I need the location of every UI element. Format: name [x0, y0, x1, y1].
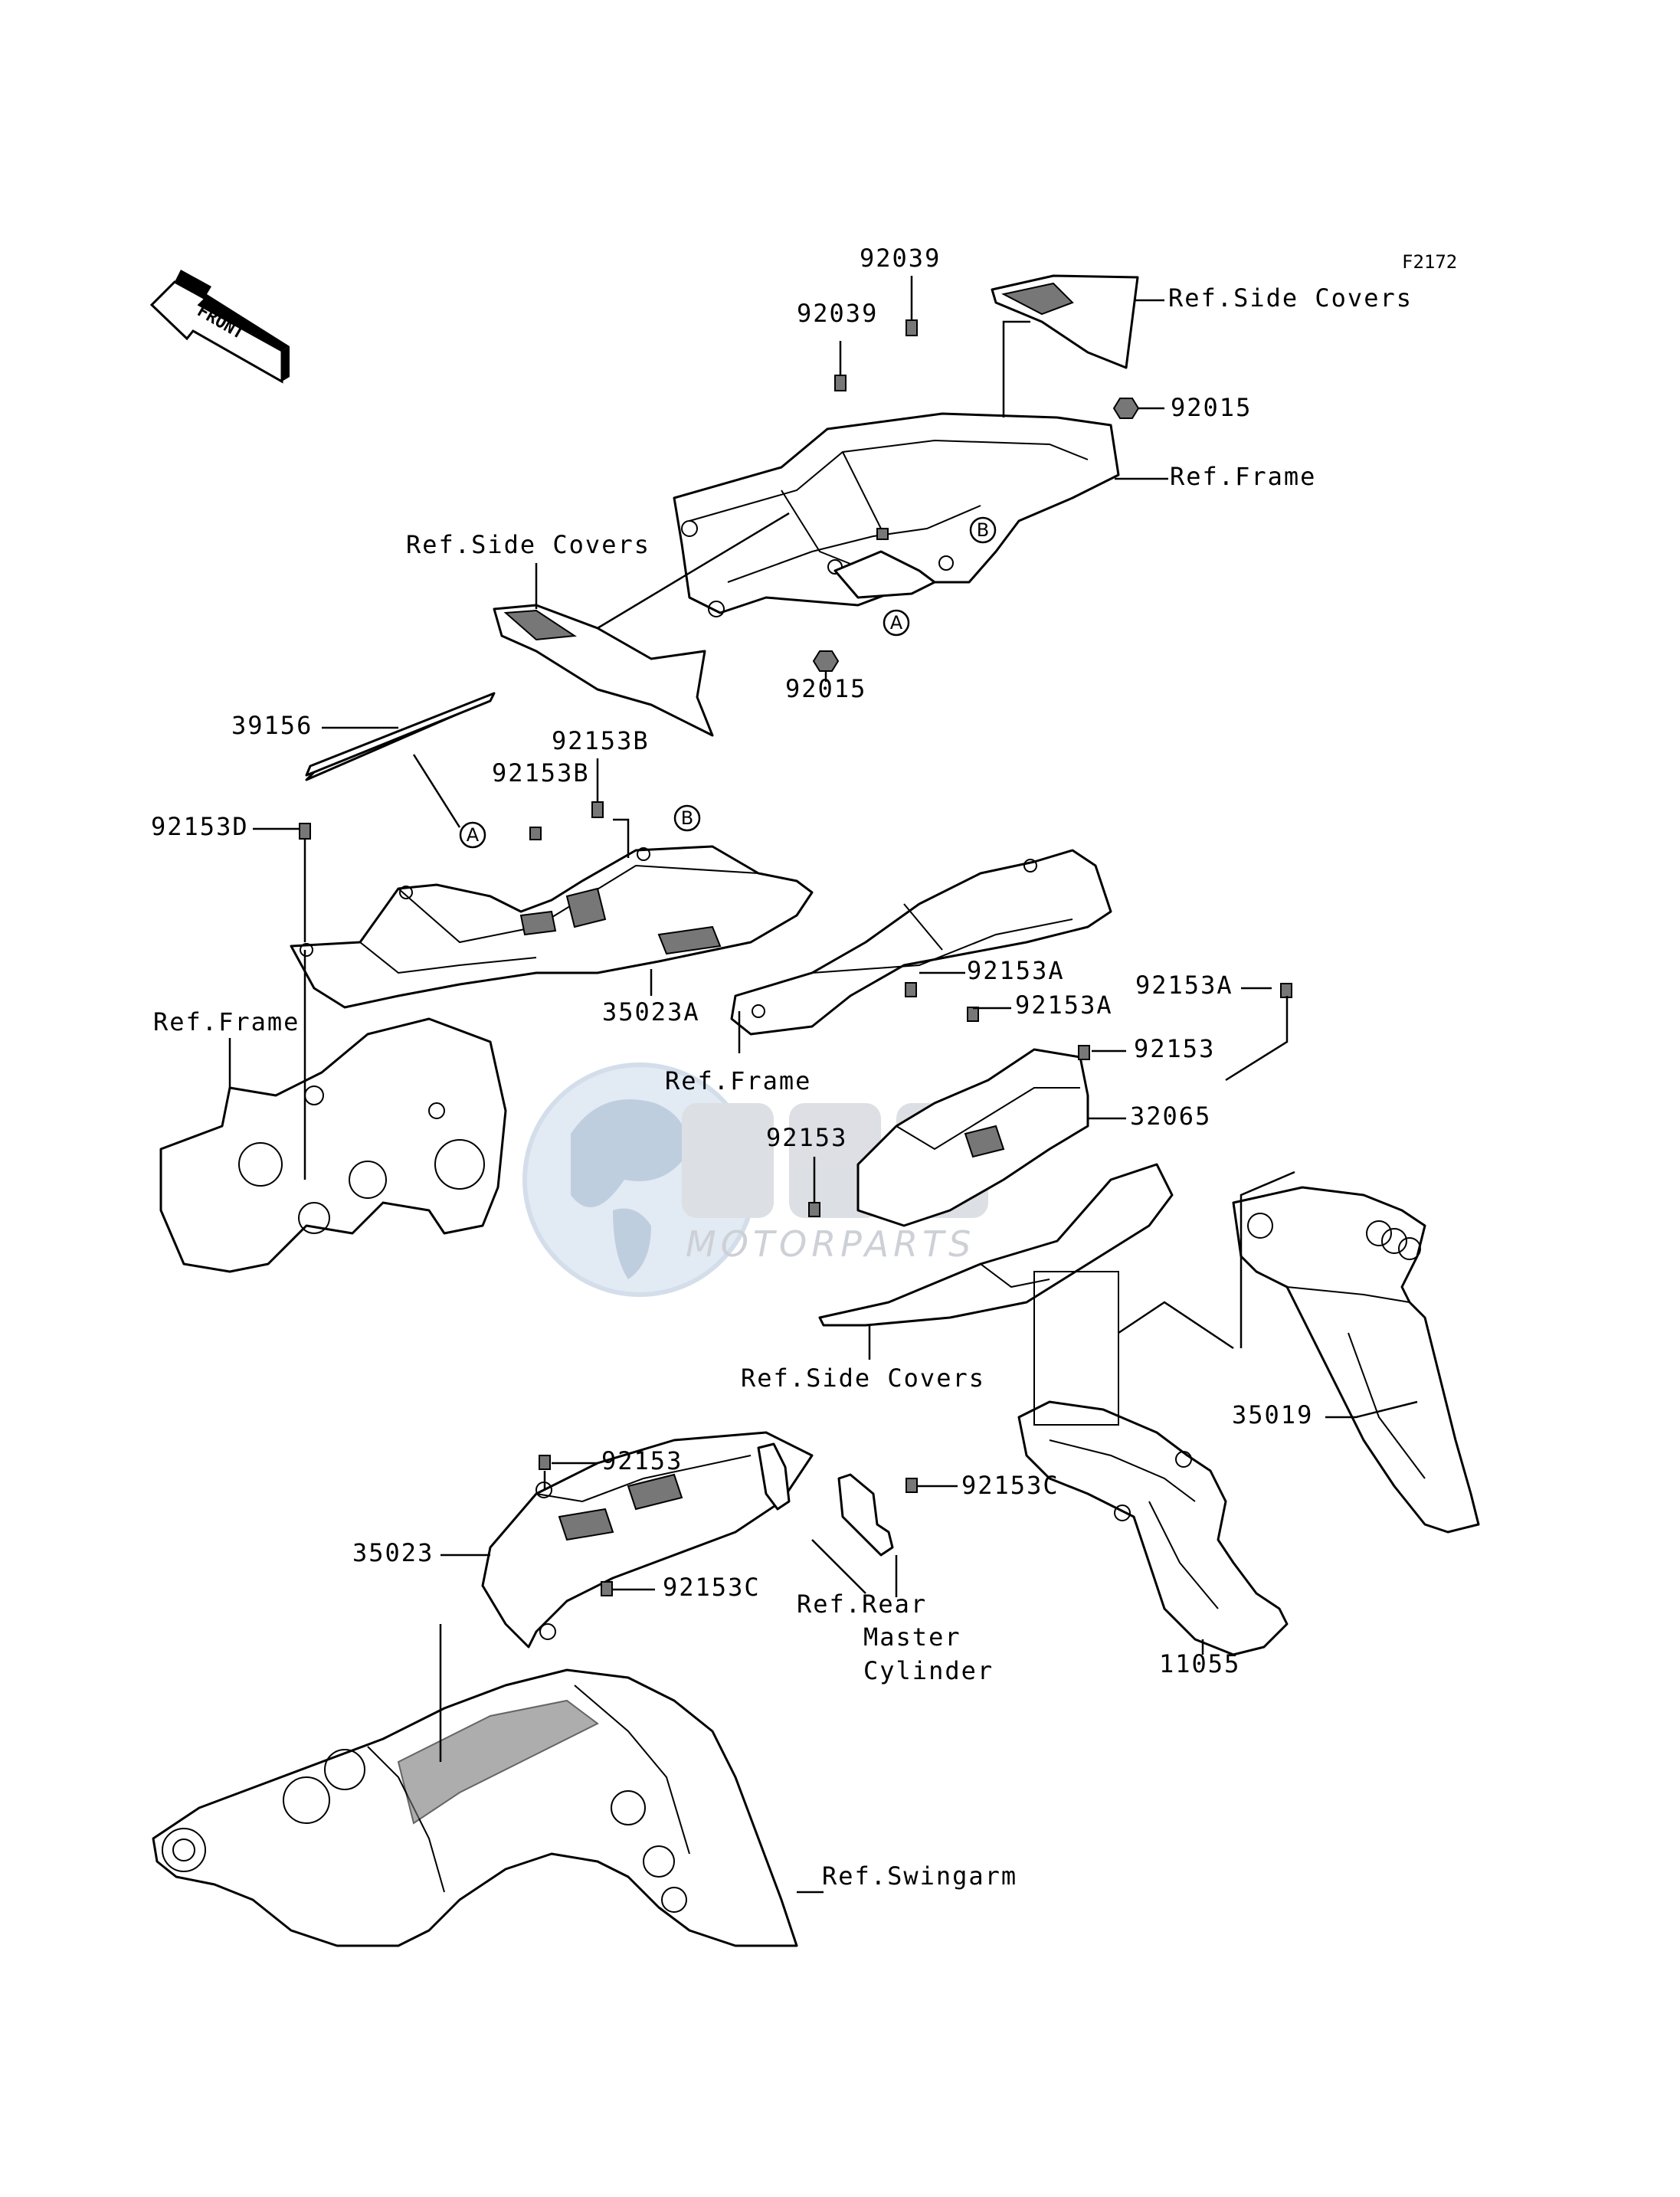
label-92153b-b: 92153B [492, 758, 590, 787]
callout-a-top: A [883, 609, 910, 637]
label-92153-bottom: 92153 [601, 1446, 683, 1475]
nut-92015-icon [812, 398, 1140, 672]
label-92015-right: 92015 [1171, 393, 1252, 422]
figure-code: F2172 [1402, 251, 1457, 273]
label-92015-bottom: 92015 [785, 674, 866, 703]
fender-35023-drawing [481, 1431, 814, 1649]
callout-a-top-label: A [890, 612, 903, 634]
bracket-35023a-drawing [290, 845, 814, 1009]
label-ref-side-covers-left: Ref.Side Covers [406, 530, 650, 559]
undertray-11055-drawing [1017, 1271, 1289, 1656]
side-cover-top-drawing [991, 274, 1139, 369]
label-ref-frame-left: Ref.Frame [153, 1007, 300, 1036]
watermark-text: MOTORPARTS [686, 1223, 975, 1265]
label-ref-side-covers-mid: Ref.Side Covers [741, 1364, 985, 1393]
label-92153c-a: 92153C [961, 1471, 1059, 1500]
swingarm-drawing [152, 1668, 798, 1947]
label-32065: 32065 [1130, 1102, 1211, 1131]
callout-a-mid-label: A [467, 824, 480, 846]
label-ref-frame-mid: Ref.Frame [665, 1066, 811, 1095]
side-cover-mid-drawing [818, 1163, 1174, 1327]
label-92153a-b: 92153A [1015, 990, 1113, 1020]
bolt-icons [299, 801, 1292, 1596]
label-35023a: 35023A [602, 997, 700, 1026]
label-ref-frame-top: Ref.Frame [1170, 462, 1316, 491]
label-ref-rear-line-1: Ref.Rear [797, 1590, 927, 1619]
label-92153a-c: 92153A [1135, 971, 1233, 1000]
watermark-logo: MOTORPARTS [522, 1062, 988, 1297]
callout-b-mid: B [673, 804, 701, 832]
label-ref-rear-line-3: Cylinder [863, 1656, 994, 1685]
front-arrow-icon: FRONT [149, 270, 290, 384]
frame-mid-drawing [730, 849, 1112, 1036]
label-92153b-a: 92153B [552, 726, 650, 755]
rear-frame-top-drawing [673, 412, 1120, 617]
label-11055: 11055 [1159, 1649, 1240, 1678]
label-92039-top: 92039 [860, 244, 941, 273]
callout-a-mid: A [459, 821, 486, 849]
label-92153-mid: 92153 [766, 1123, 847, 1152]
label-92153-right: 92153 [1134, 1034, 1215, 1063]
master-cylinder-bracket-drawing [757, 1442, 894, 1557]
label-35019: 35019 [1232, 1400, 1313, 1429]
leader-lines [228, 276, 1418, 1894]
label-39156: 39156 [231, 711, 313, 740]
callout-b-top: B [969, 516, 997, 544]
frame-left-drawing [159, 1017, 507, 1273]
bracket-32065-drawing [856, 1048, 1089, 1227]
label-ref-rear-line-2: Master [863, 1622, 961, 1652]
bolt-92039-icon [834, 319, 918, 391]
label-ref-swingarm: Ref.Swingarm [822, 1861, 1017, 1891]
label-92039-mid: 92039 [797, 299, 878, 328]
label-92153a-a: 92153A [967, 956, 1065, 985]
label-92153d: 92153D [151, 812, 249, 841]
label-92153c-b: 92153C [663, 1573, 761, 1602]
side-cover-left-drawing [493, 604, 714, 737]
callout-b-top-label: B [977, 519, 989, 541]
label-35023: 35023 [352, 1538, 434, 1567]
plate-39156 [305, 692, 496, 777]
label-ref-side-covers-top: Ref.Side Covers [1168, 283, 1413, 313]
bracket-35019-drawing [1232, 1186, 1480, 1534]
callout-b-mid-label: B [681, 807, 693, 829]
